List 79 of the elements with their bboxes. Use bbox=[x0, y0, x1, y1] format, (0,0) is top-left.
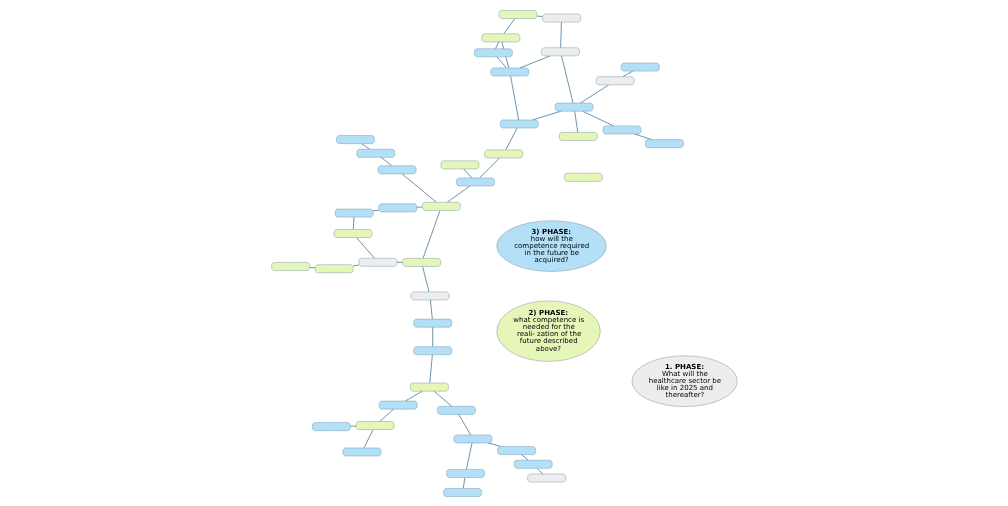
node-box bbox=[496, 445, 536, 455]
connector bbox=[446, 185, 470, 203]
connector bbox=[496, 56, 507, 68]
connector bbox=[509, 75, 519, 120]
node-box bbox=[409, 382, 449, 391]
connector bbox=[465, 442, 472, 470]
connector bbox=[502, 17, 515, 34]
connector bbox=[396, 261, 403, 263]
connector bbox=[462, 168, 472, 178]
connector bbox=[378, 408, 394, 422]
connector bbox=[428, 353, 433, 383]
connector bbox=[360, 142, 370, 150]
node-box bbox=[473, 48, 513, 57]
connector bbox=[422, 209, 440, 259]
node-box bbox=[595, 76, 634, 85]
connector bbox=[504, 127, 517, 150]
connector bbox=[494, 41, 499, 49]
node-box bbox=[358, 257, 397, 267]
node-box bbox=[333, 228, 372, 238]
node-box bbox=[442, 487, 482, 497]
node-box bbox=[413, 345, 452, 355]
node-box bbox=[440, 160, 479, 169]
node-box bbox=[490, 67, 529, 76]
node-box bbox=[410, 291, 449, 300]
connector bbox=[559, 21, 562, 48]
connector bbox=[520, 453, 529, 461]
node-box bbox=[436, 405, 476, 415]
connector bbox=[401, 173, 437, 203]
node-box bbox=[602, 125, 641, 134]
connector bbox=[573, 110, 578, 133]
connector bbox=[429, 299, 433, 319]
connector bbox=[363, 428, 373, 448]
node-box bbox=[342, 447, 381, 456]
node-box bbox=[455, 177, 495, 186]
node-box bbox=[453, 434, 492, 443]
node-box bbox=[483, 149, 523, 158]
connector bbox=[457, 413, 471, 435]
connector bbox=[536, 15, 543, 17]
node-box bbox=[377, 165, 416, 174]
connector bbox=[352, 216, 354, 230]
node-box bbox=[541, 13, 581, 22]
node-box bbox=[563, 172, 603, 182]
node-box bbox=[445, 468, 485, 478]
node-box bbox=[311, 421, 351, 431]
connector bbox=[560, 55, 573, 103]
node-box bbox=[378, 400, 417, 409]
node-box bbox=[513, 459, 552, 469]
node-box bbox=[498, 9, 537, 19]
connector bbox=[380, 156, 392, 166]
node-box bbox=[355, 420, 394, 430]
node-box bbox=[526, 473, 566, 482]
node-box bbox=[644, 138, 684, 148]
node-box bbox=[620, 62, 659, 71]
node-box bbox=[334, 208, 373, 217]
node-box bbox=[481, 33, 520, 42]
node-box bbox=[378, 203, 417, 212]
node-box bbox=[554, 102, 593, 111]
node-box bbox=[558, 131, 598, 141]
connector bbox=[433, 390, 452, 407]
connector bbox=[462, 476, 465, 489]
connector bbox=[421, 265, 429, 292]
node-box bbox=[401, 257, 441, 267]
connector bbox=[621, 70, 633, 77]
node-box bbox=[499, 119, 539, 128]
node-box bbox=[314, 263, 354, 273]
node-box bbox=[335, 134, 375, 144]
connector bbox=[581, 110, 614, 126]
connector bbox=[355, 236, 375, 258]
connector bbox=[352, 264, 359, 266]
connector bbox=[579, 84, 609, 103]
node-box bbox=[421, 201, 461, 211]
node-box bbox=[356, 148, 395, 158]
connector bbox=[519, 55, 551, 68]
node-box bbox=[540, 47, 580, 56]
node-box bbox=[270, 261, 310, 271]
connector bbox=[308, 266, 316, 268]
node-box bbox=[413, 318, 452, 327]
connector bbox=[487, 442, 502, 447]
connector bbox=[372, 209, 379, 211]
